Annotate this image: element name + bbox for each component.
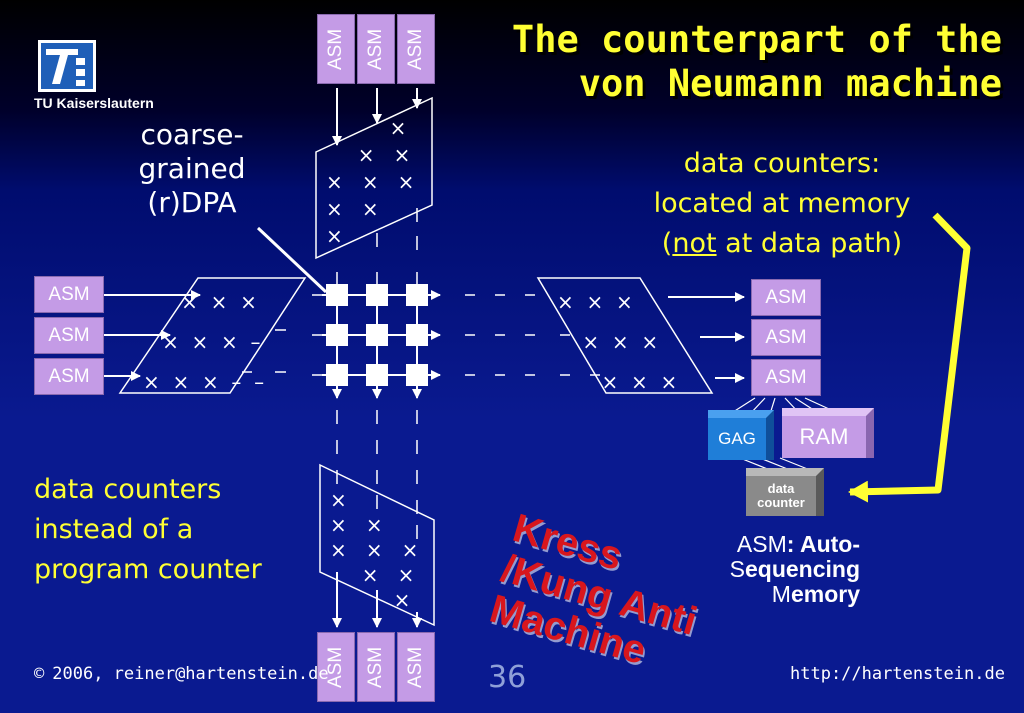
rdpa-line-1: coarse- bbox=[140, 118, 244, 151]
asm-right-2: ASM bbox=[751, 319, 821, 356]
asm-left-3: ASM bbox=[34, 358, 104, 395]
crosses-right: × × × × × × × × × bbox=[557, 290, 678, 394]
right-parallelogram bbox=[536, 277, 714, 394]
asm-def-line-3: Memory bbox=[660, 582, 860, 607]
asm-def-uto: uto- bbox=[816, 531, 860, 557]
page-number: 36 bbox=[488, 660, 527, 695]
yellow-arrow bbox=[848, 212, 971, 503]
footer-copyright: © 2006, reiner@hartenstein.de bbox=[34, 664, 329, 684]
left-parallelogram bbox=[118, 277, 307, 394]
crosses-bottom: × × × × × × × × × bbox=[330, 488, 419, 612]
asm-def-line-1: ASM: Auto- bbox=[660, 532, 860, 557]
dashes-bottom bbox=[336, 410, 418, 539]
tu-logo-icon bbox=[38, 40, 96, 92]
pe-cell bbox=[366, 324, 388, 346]
dashes-left bbox=[242, 294, 322, 376]
pe-cell bbox=[366, 364, 388, 386]
slide-title: The counterpart of the von Neumann machi… bbox=[402, 18, 1002, 106]
rdpa-label: coarse- grained (r)DPA bbox=[112, 118, 272, 220]
counters-line-2: located at memory bbox=[653, 188, 911, 219]
bottom-parallelogram bbox=[319, 463, 435, 627]
asm-top-1: ASM bbox=[317, 14, 355, 84]
rdpa-pointer bbox=[256, 226, 328, 294]
copyright-icon: © bbox=[34, 664, 45, 684]
asm-def-colon-a: : A bbox=[786, 531, 817, 557]
asm-def-equencing: equencing bbox=[744, 556, 860, 582]
top-parallelogram bbox=[315, 96, 433, 260]
title-line-1: The counterpart of the bbox=[511, 18, 1002, 61]
pe-cell bbox=[406, 284, 428, 306]
ram-block: RAM bbox=[782, 408, 874, 458]
pe-cell bbox=[366, 284, 388, 306]
counters-paren: ( bbox=[661, 228, 673, 259]
instead-note: data counters instead of a program count… bbox=[34, 470, 324, 590]
pe-cell bbox=[326, 364, 348, 386]
gag-label: GAG bbox=[718, 429, 756, 448]
pe-cell bbox=[326, 324, 348, 346]
counters-line-1: data counters: bbox=[683, 148, 881, 179]
instead-line-2: instead of a bbox=[34, 514, 194, 545]
asm-right-3: ASM bbox=[751, 359, 821, 396]
copyright-text: 2006, reiner@hartenstein.de bbox=[52, 664, 329, 684]
asm-left-2: ASM bbox=[34, 317, 104, 354]
counters-note: data counters: located at memory (not at… bbox=[622, 144, 942, 264]
rdpa-line-3: (r)DPA bbox=[147, 186, 237, 219]
title-line-2: von Neumann machine bbox=[578, 62, 1002, 105]
asm-def-s: S bbox=[729, 556, 745, 582]
data-counter-block: data counter bbox=[746, 468, 824, 516]
asm-def-line-2: Sequencing bbox=[660, 557, 860, 582]
asm-def-m: M bbox=[771, 581, 791, 607]
counters-not: not bbox=[672, 228, 717, 259]
pe-cell bbox=[406, 324, 428, 346]
asm-bottom-2: ASM bbox=[357, 632, 395, 702]
rdpa-line-2: grained bbox=[138, 152, 246, 185]
instead-line-3: program counter bbox=[34, 554, 262, 585]
data-counter-label-1: data bbox=[767, 481, 795, 496]
asm-bottom-3: ASM bbox=[397, 632, 435, 702]
logo-text: TU Kaiserslautern bbox=[34, 95, 154, 111]
pe-cell bbox=[406, 364, 428, 386]
instead-line-1: data counters bbox=[34, 474, 222, 505]
pe-cell bbox=[326, 284, 348, 306]
counters-rest: at data path) bbox=[716, 228, 903, 259]
ram-label: RAM bbox=[799, 424, 849, 449]
asm-left-1: ASM bbox=[34, 276, 104, 313]
footer-url[interactable]: http://hartenstein.de bbox=[790, 664, 1005, 684]
counters-line-3: (not at data path) bbox=[622, 224, 942, 264]
crosses-top: × × × × × × × × × bbox=[326, 116, 415, 248]
gag-block: GAG bbox=[708, 410, 774, 460]
asm-def-asm: ASM bbox=[736, 531, 787, 557]
tu-logo bbox=[38, 40, 96, 92]
asm-definition: ASM: Auto- Sequencing Memory bbox=[660, 532, 860, 607]
asm-top-3: ASM bbox=[397, 14, 435, 84]
crosses-left: × × × × × × – × × × – – bbox=[143, 290, 265, 394]
dashes-top bbox=[336, 208, 418, 284]
asm-right-1: ASM bbox=[751, 279, 821, 316]
data-counter-label-2: counter bbox=[757, 495, 805, 510]
asm-top-2: ASM bbox=[357, 14, 395, 84]
asm-def-emory: emory bbox=[790, 581, 860, 607]
